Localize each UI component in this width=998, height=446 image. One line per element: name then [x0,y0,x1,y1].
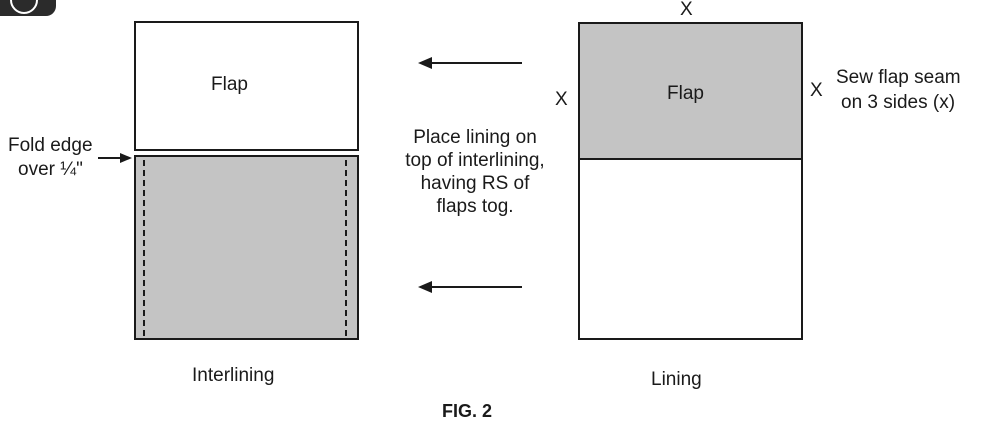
sew-note-line2: on 3 sides (x) [841,92,956,113]
interlining-body [134,155,359,340]
sew-note-line1: Sew flap seam [836,67,961,88]
instruction-line2: top of interlining, [405,150,545,171]
lining-mark-left: X [555,89,568,110]
lining-caption: Lining [651,369,702,390]
lining-mark-top: X [680,0,693,20]
lining-mark-right: X [810,80,823,101]
stitch-line-right [345,160,347,336]
fold-note-line1: Fold edge [8,135,93,156]
interlining-caption: Interlining [192,365,275,386]
lining-flap-label: Flap [667,83,704,104]
interlining-flap [134,21,359,151]
top-left-arrow-icon [418,57,522,69]
corner-badge [0,0,56,16]
stitch-line-left [143,160,145,336]
instruction-line4: flaps tog. [436,196,514,217]
fold-note-line2: over ¼" [18,159,83,180]
instruction-line3: having RS of [420,173,530,194]
instruction-line1: Place lining on [413,127,537,148]
circle-icon [10,0,38,14]
instruction-text: Place lining on top of interlining, havi… [390,126,560,218]
figure-label: FIG. 2 [442,401,493,421]
lining-flap [578,22,803,160]
interlining-flap-label: Flap [211,74,248,95]
fold-arrow-icon [98,153,132,163]
bottom-left-arrow-icon [418,281,522,293]
